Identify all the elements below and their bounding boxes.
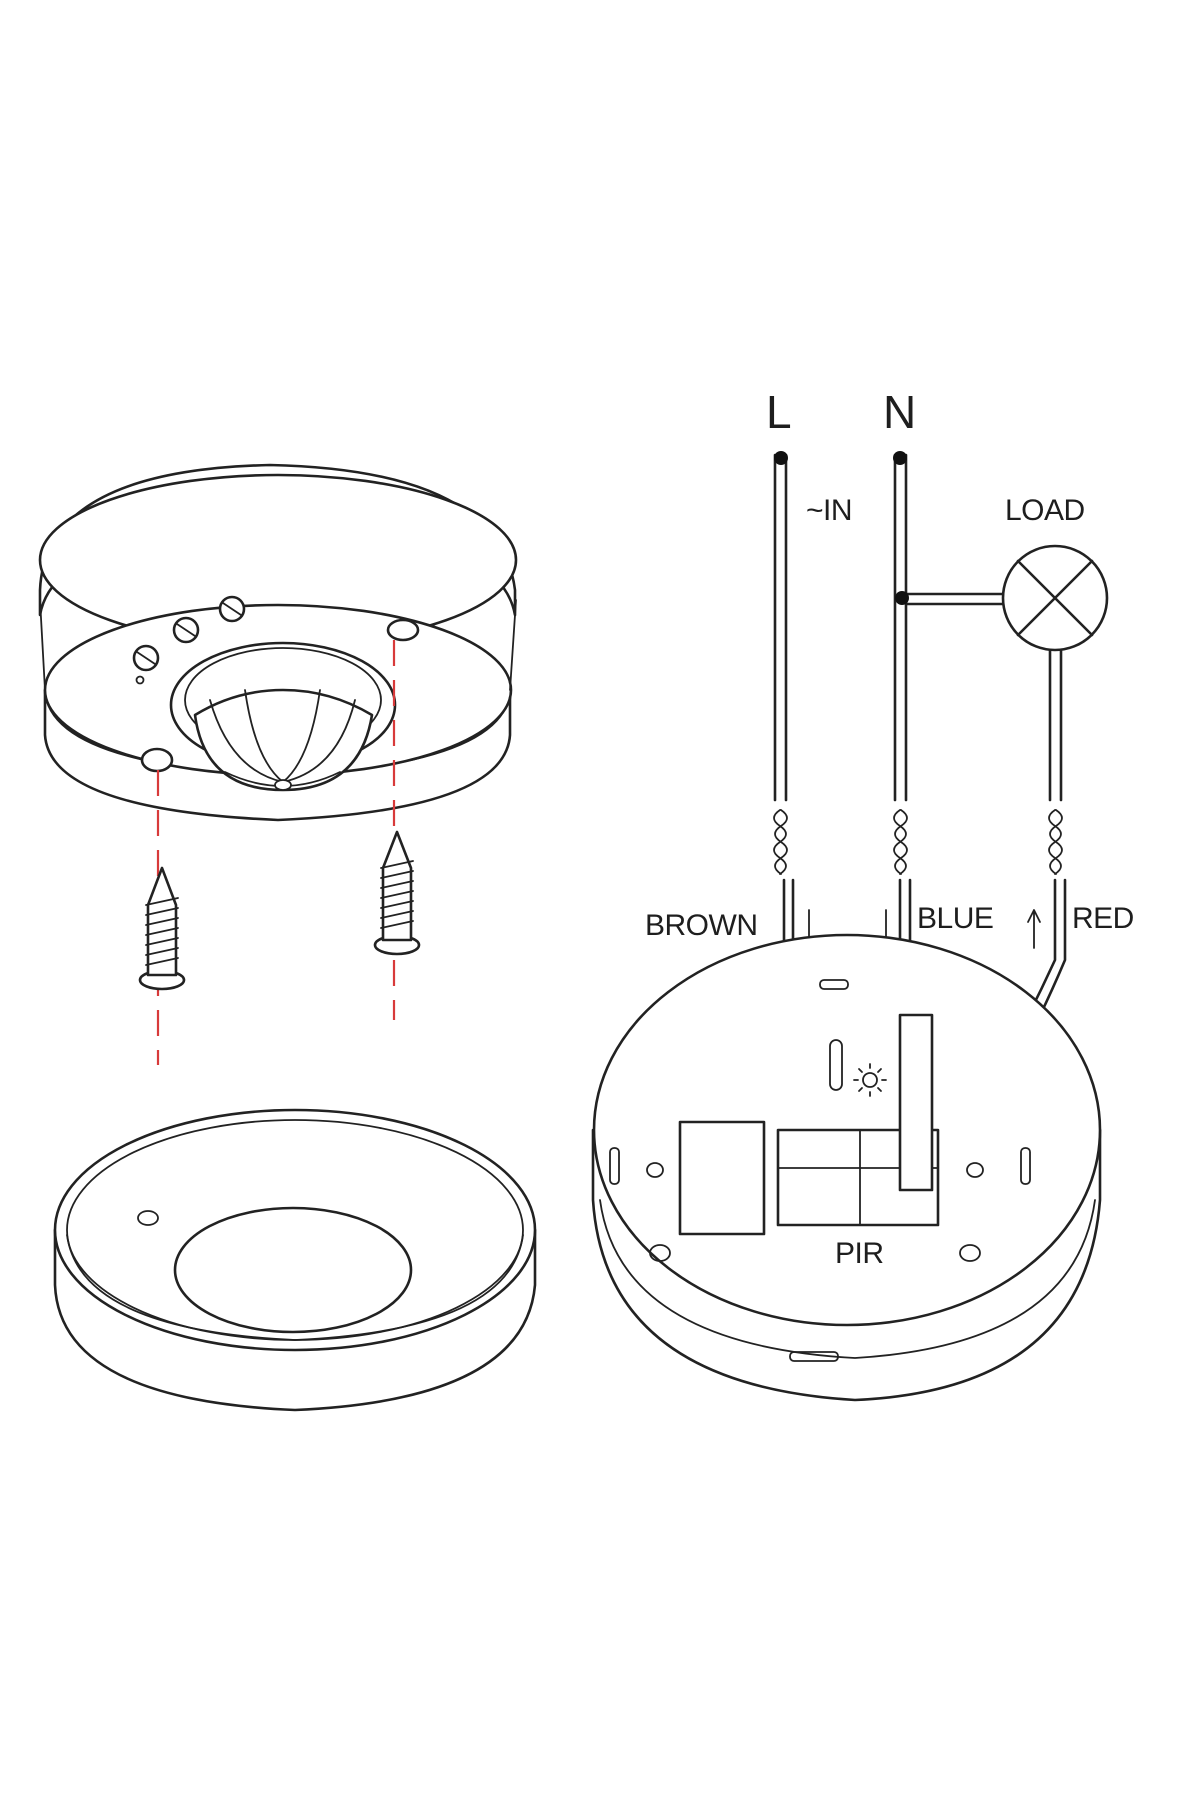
wire-twist	[893, 809, 908, 875]
sun-icon	[829, 1039, 887, 1097]
mount-hole	[140, 747, 174, 773]
screw-icon	[138, 866, 186, 991]
component-block	[678, 1120, 766, 1236]
screw-icon	[373, 830, 421, 956]
sensor-back	[591, 933, 1102, 1402]
mounting-base	[53, 1108, 537, 1412]
mount-hole	[386, 618, 420, 642]
adjust-knob	[172, 616, 200, 644]
label-input: ~IN	[806, 494, 852, 527]
adjust-knob	[132, 644, 160, 672]
label-line: L	[766, 386, 792, 438]
label-blue: BLUE	[917, 902, 993, 935]
label-neutral: N	[883, 386, 916, 438]
label-brown: BROWN	[645, 909, 758, 942]
pir-lens	[169, 641, 397, 792]
terminal-dot	[893, 451, 907, 465]
wire-twist	[1048, 809, 1063, 875]
up-arrow-icon	[1027, 909, 1041, 949]
wire-twist	[773, 809, 788, 875]
sensor-head	[38, 463, 518, 822]
lamp-cross-icon	[1001, 544, 1109, 652]
junction-dot	[895, 591, 909, 605]
pir-module	[898, 1013, 934, 1192]
label-pir: PIR	[835, 1237, 884, 1270]
adjust-knob	[218, 595, 246, 623]
label-load: LOAD	[1005, 494, 1085, 527]
terminal-dot	[774, 451, 788, 465]
label-red: RED	[1072, 902, 1134, 935]
